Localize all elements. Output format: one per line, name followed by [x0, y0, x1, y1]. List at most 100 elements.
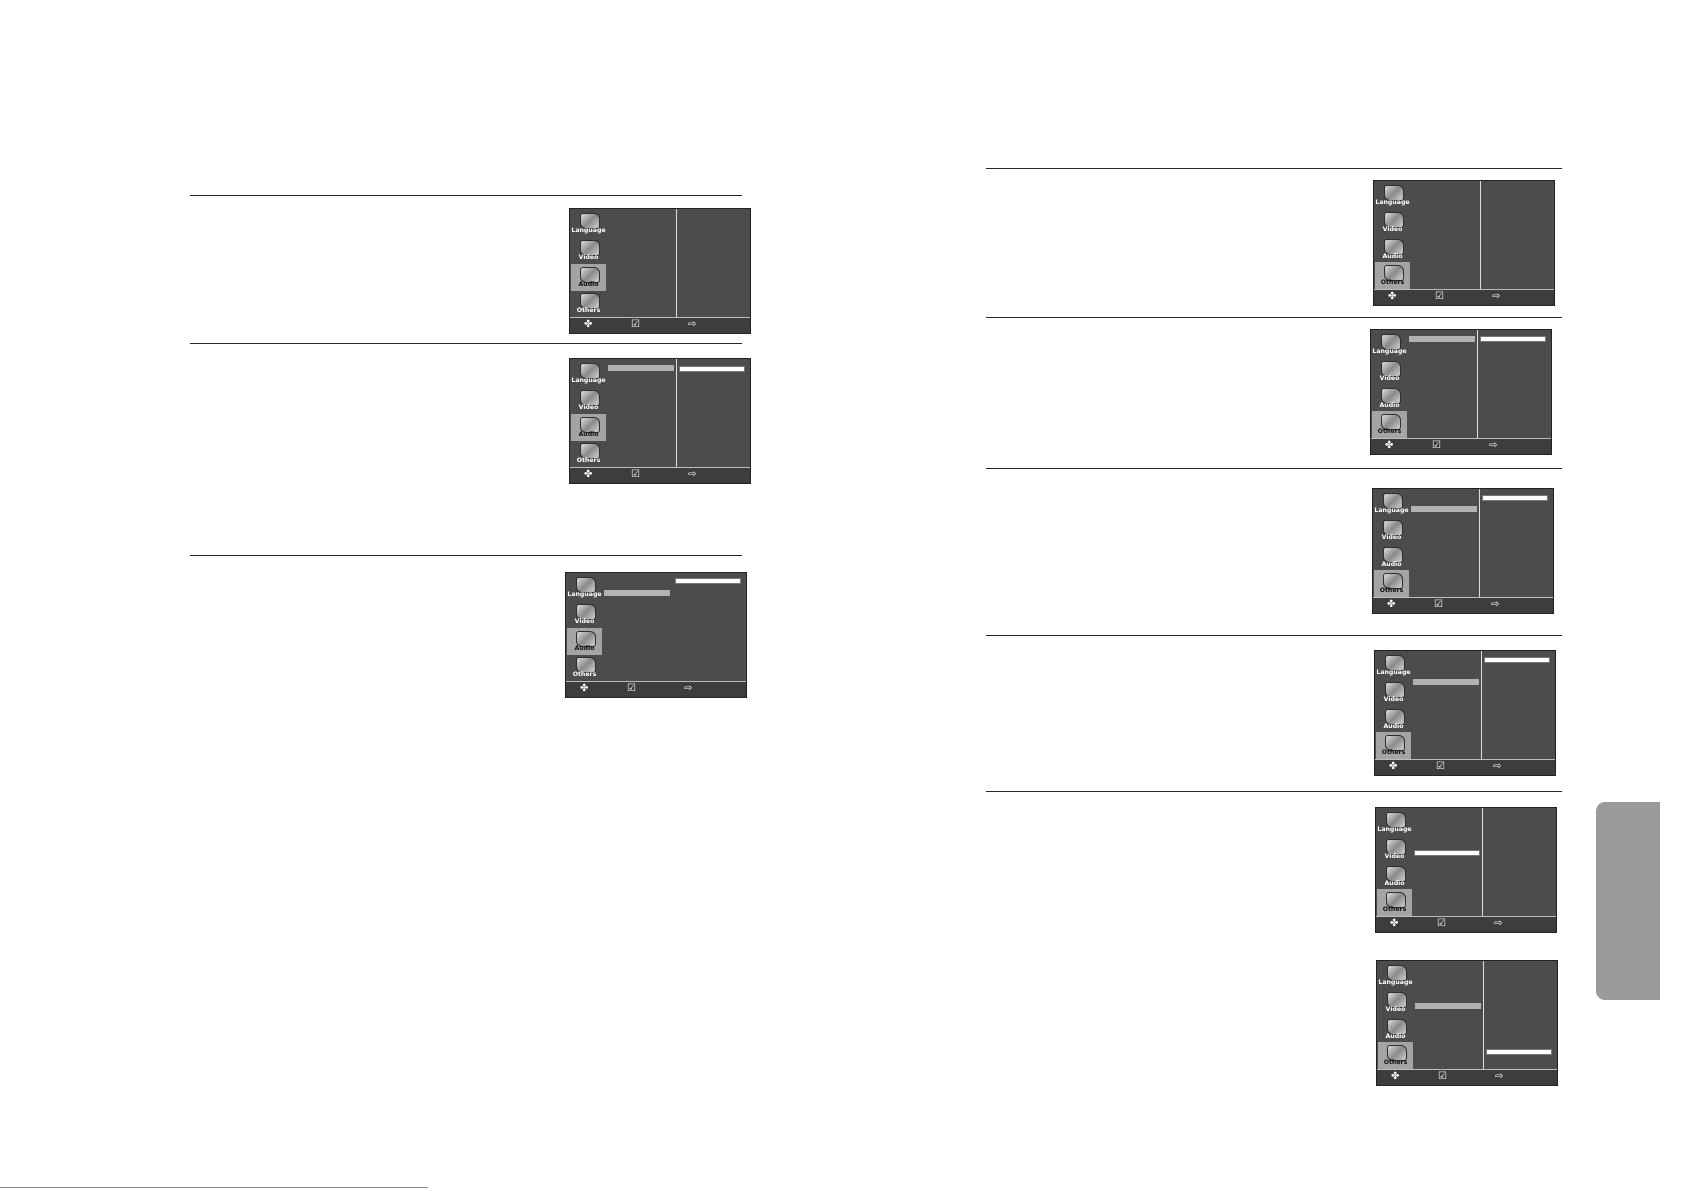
audio-icon	[1386, 866, 1406, 882]
category-audio[interactable]: Audio	[1377, 863, 1412, 890]
language-icon	[1385, 655, 1405, 671]
column-divider	[1480, 181, 1481, 289]
category-audio[interactable]: Audio	[1374, 544, 1409, 571]
category-label: Others	[576, 457, 601, 464]
category-audio[interactable]: Audio	[1376, 706, 1411, 733]
category-video[interactable]: Video	[567, 601, 602, 628]
category-label: Video	[1384, 853, 1405, 860]
selected-value[interactable]	[1486, 1049, 1552, 1055]
category-others[interactable]: Others	[1376, 732, 1411, 759]
category-sidebar: Language Video Audio Others	[1376, 808, 1412, 916]
category-sidebar: Language Video Audio Others	[570, 359, 606, 467]
category-language[interactable]: Language	[567, 574, 602, 601]
category-language[interactable]: Language	[571, 360, 606, 387]
category-language[interactable]: Language	[1372, 331, 1407, 358]
category-audio[interactable]: Audio	[1372, 385, 1407, 412]
category-audio[interactable]: Audio	[1378, 1016, 1413, 1043]
exit-icon: ⇨	[1493, 761, 1502, 772]
category-others[interactable]: Others	[571, 440, 606, 467]
category-video[interactable]: Video	[1378, 989, 1413, 1016]
category-others[interactable]: Others	[567, 654, 602, 681]
select-icon: ☑	[1438, 1071, 1447, 1082]
category-label: Video	[1379, 375, 1400, 382]
category-language[interactable]: Language	[1375, 182, 1410, 209]
language-icon	[1381, 334, 1401, 350]
move-icon: ✤	[1391, 1071, 1400, 1082]
osd-help-bar: ✤ ☑ ⇨	[1373, 597, 1553, 613]
move-icon: ✤	[584, 469, 593, 480]
selected-value[interactable]	[675, 578, 741, 584]
language-icon	[1383, 493, 1403, 509]
category-video[interactable]: Video	[1375, 209, 1410, 236]
category-video[interactable]: Video	[571, 387, 606, 414]
selected-value[interactable]	[679, 366, 745, 372]
move-icon: ✤	[580, 683, 589, 694]
highlighted-option[interactable]	[1411, 506, 1477, 512]
category-video[interactable]: Video	[571, 237, 606, 264]
highlighted-option[interactable]	[608, 365, 674, 371]
category-others[interactable]: Others	[1377, 889, 1412, 916]
exit-icon: ⇨	[688, 319, 697, 330]
audio-icon	[1387, 1019, 1407, 1035]
column-divider	[676, 209, 677, 317]
category-audio[interactable]: Audio	[1375, 236, 1410, 263]
category-label: Video	[574, 618, 595, 625]
category-language[interactable]: Language	[1378, 962, 1413, 989]
video-icon	[1381, 361, 1401, 377]
video-icon	[1386, 839, 1406, 855]
select-icon: ☑	[1437, 918, 1446, 929]
section-divider	[190, 343, 742, 344]
category-label: Audio	[1381, 561, 1402, 568]
move-icon: ✤	[584, 319, 593, 330]
category-language[interactable]: Language	[1377, 809, 1412, 836]
setup-menu-screen: Language Video Audio Others ✤ ☑ ⇨	[1373, 180, 1555, 306]
category-sidebar: Language Video Audio Others	[570, 209, 606, 317]
selected-value[interactable]	[1482, 495, 1548, 501]
highlighted-option[interactable]	[1409, 336, 1475, 342]
category-audio[interactable]: Audio	[571, 414, 606, 441]
move-icon: ✤	[1390, 918, 1399, 929]
category-label: Language	[571, 227, 606, 234]
select-icon: ☑	[1432, 440, 1441, 451]
setup-menu-screen: Language Video Audio Others ✤ ☑ ⇨	[569, 208, 751, 334]
highlighted-option[interactable]	[1414, 850, 1480, 856]
category-label: Others	[1381, 749, 1406, 756]
section-divider	[986, 791, 1562, 792]
category-audio[interactable]: Audio	[571, 264, 606, 291]
column-divider	[676, 359, 677, 467]
category-label: Others	[1382, 906, 1407, 913]
audio-icon	[580, 267, 600, 283]
category-language[interactable]: Language	[571, 210, 606, 237]
highlighted-option[interactable]	[1415, 1003, 1481, 1009]
chapter-side-tab	[1596, 802, 1660, 1000]
category-video[interactable]: Video	[1377, 836, 1412, 863]
category-video[interactable]: Video	[1374, 517, 1409, 544]
highlighted-option[interactable]	[604, 590, 670, 596]
selected-value[interactable]	[1480, 336, 1546, 342]
section-divider	[986, 317, 1562, 318]
selected-value[interactable]	[1484, 657, 1550, 663]
audio-icon	[1383, 547, 1403, 563]
category-language[interactable]: Language	[1374, 490, 1409, 517]
category-label: Video	[1385, 1006, 1406, 1013]
highlighted-option[interactable]	[1413, 679, 1479, 685]
category-label: Language	[1378, 979, 1413, 986]
column-divider	[1477, 330, 1478, 438]
category-others[interactable]: Others	[1375, 262, 1410, 289]
osd-help-bar: ✤ ☑ ⇨	[1377, 1069, 1557, 1085]
exit-icon: ⇨	[684, 683, 693, 694]
category-label: Video	[578, 254, 599, 261]
category-others[interactable]: Others	[1372, 411, 1407, 438]
language-icon	[576, 577, 596, 593]
category-audio[interactable]: Audio	[567, 628, 602, 655]
category-video[interactable]: Video	[1372, 358, 1407, 385]
category-others[interactable]: Others	[571, 290, 606, 317]
category-video[interactable]: Video	[1376, 679, 1411, 706]
category-others[interactable]: Others	[1374, 570, 1409, 597]
category-label: Language	[1377, 826, 1412, 833]
category-language[interactable]: Language	[1376, 652, 1411, 679]
language-icon	[580, 213, 600, 229]
video-icon	[576, 604, 596, 620]
category-others[interactable]: Others	[1378, 1042, 1413, 1069]
category-label: Audio	[1379, 402, 1400, 409]
